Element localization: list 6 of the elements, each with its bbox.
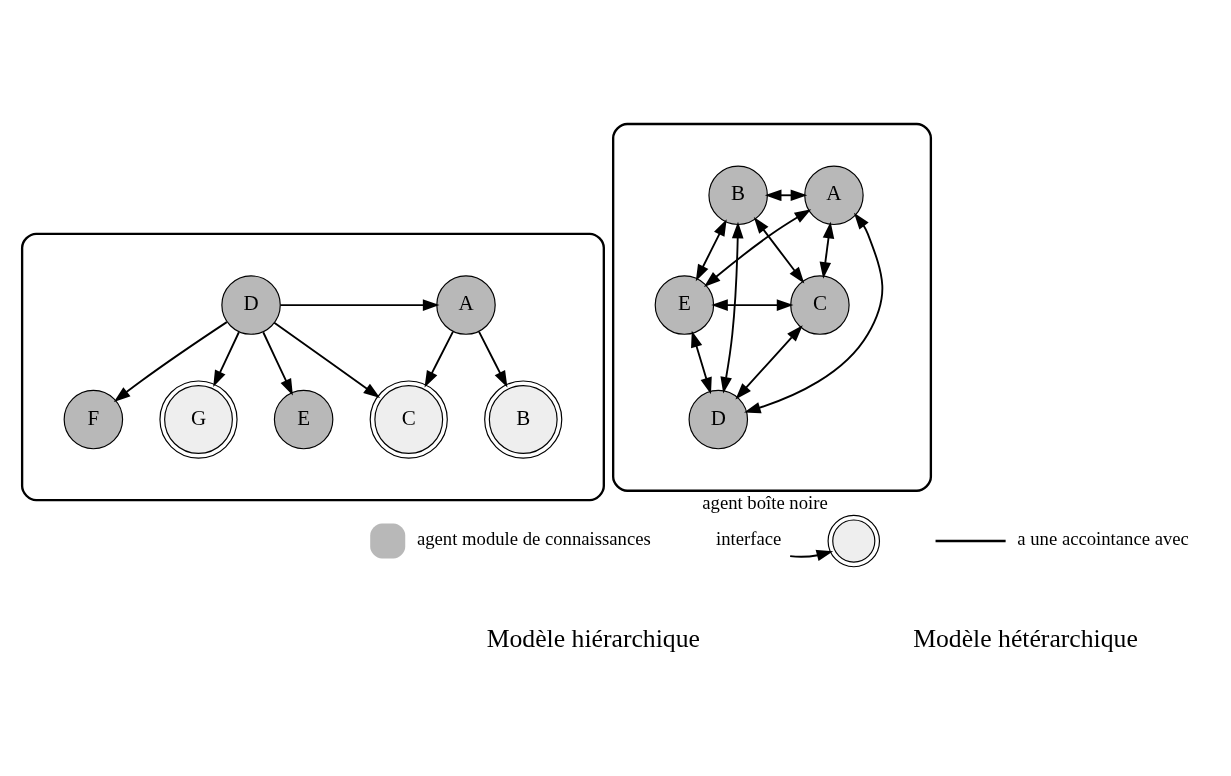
label: Modèle hiérarchique [486,623,700,653]
node-label: agent boîte noire [702,492,828,514]
legend-label: a une accointance avec [1017,528,1189,550]
node-text: interface [716,528,782,550]
label: Modèle hétérarchique [913,623,1138,653]
legend-label: agent module de connaissances [416,528,651,550]
